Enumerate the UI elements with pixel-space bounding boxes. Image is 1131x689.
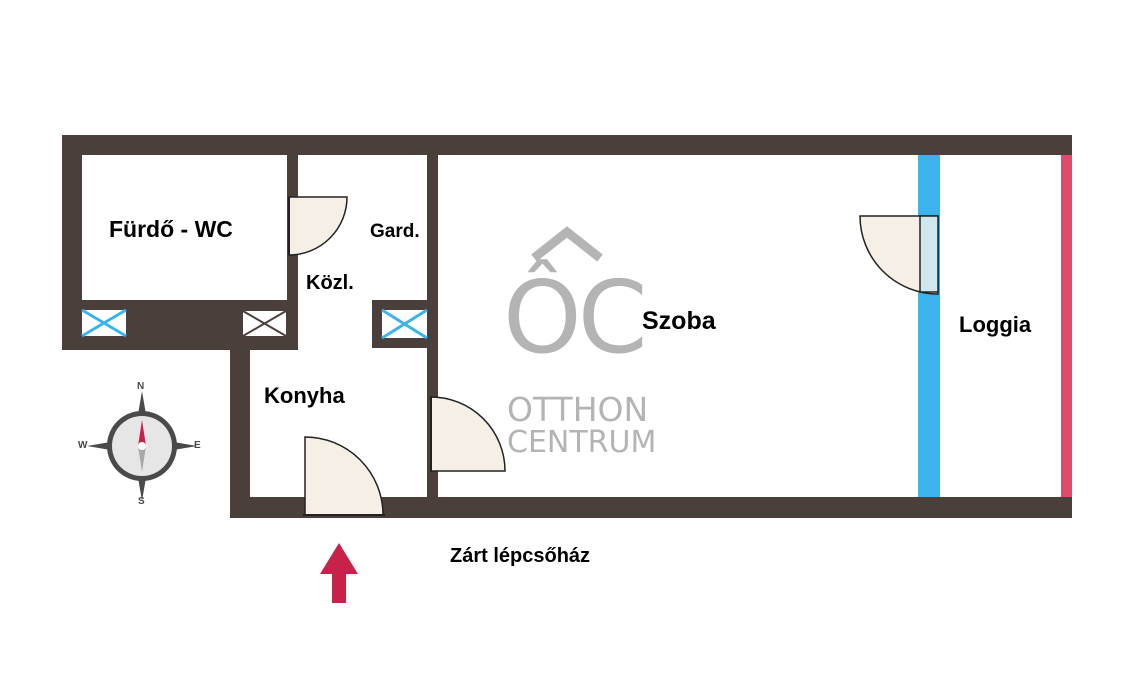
vent-shaft-bathroom-left — [81, 308, 127, 338]
watermark-logo: ÔC — [503, 259, 648, 376]
compass-south-label: S — [138, 496, 145, 507]
watermark-line2: CENTRUM — [507, 425, 657, 460]
vent-shaft-bathroom-right — [242, 310, 287, 337]
wall-kitchen-left — [230, 335, 250, 518]
watermark-line1: OTTHON — [507, 390, 649, 429]
window-strip — [918, 155, 940, 497]
door-bathroom — [288, 196, 348, 256]
room-label-loggia: Loggia — [959, 312, 1032, 337]
wall-bottom — [230, 497, 1072, 518]
stairwell-label: Zárt lépcsőház — [450, 545, 591, 567]
room-label-konyha: Konyha — [264, 383, 345, 408]
room-label-szoba: Szoba — [642, 307, 716, 335]
loggia-railing — [1061, 155, 1072, 497]
room-label-gard: Gard. — [370, 221, 420, 242]
wall-top — [62, 135, 1072, 155]
compass-west-label: W — [78, 440, 88, 451]
door-entrance — [303, 436, 385, 516]
compass-rose-icon — [87, 391, 197, 501]
entrance-arrow-icon — [320, 543, 358, 603]
compass-east-label: E — [194, 440, 201, 451]
logo-roof-icon — [531, 226, 603, 262]
door-room — [430, 396, 506, 472]
door-loggia — [859, 215, 939, 295]
wall-room-left — [427, 155, 438, 497]
compass-north-label: N — [137, 381, 145, 392]
vent-shaft-corridor — [381, 308, 428, 340]
room-label-furdo-wc: Fürdő - WC — [109, 216, 233, 242]
room-label-kozl: Közl. — [306, 272, 354, 294]
wall-left — [62, 135, 82, 350]
